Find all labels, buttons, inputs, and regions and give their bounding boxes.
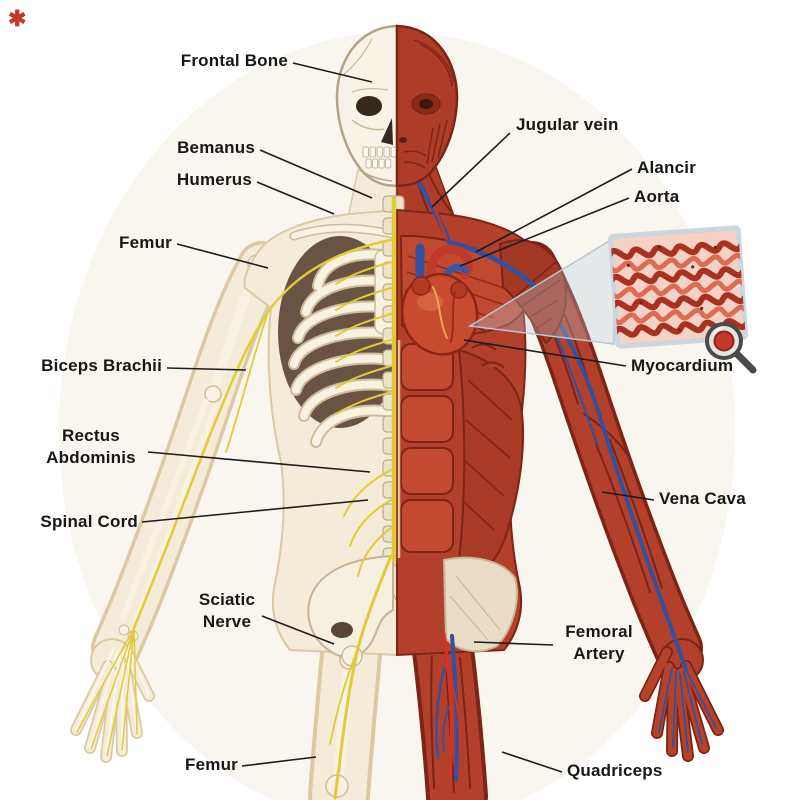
label-quadriceps: Quadriceps (567, 761, 663, 780)
deltoid (498, 239, 568, 345)
watermark-icon: ✱ (8, 6, 27, 31)
label-spinal-cord: Spinal Cord (40, 512, 138, 531)
leader-lines (141, 62, 655, 773)
rectus-abdominis-muscle (400, 343, 454, 553)
head (335, 24, 459, 188)
leader-spinal-cord (141, 499, 369, 523)
label-biceps-brachii: Biceps Brachii (41, 356, 162, 375)
clavicle (291, 225, 395, 239)
label-sciatic-nerve: Sciatic Nerve (198, 590, 256, 632)
muscle-half (395, 24, 459, 188)
label-rectus-abdominis: Rectus Abdominis (46, 426, 136, 468)
aorta-arch (426, 244, 473, 285)
hip-fascia (442, 556, 518, 653)
label-jugular-vein: Jugular vein (516, 115, 619, 134)
label-alancir: Alancir (637, 158, 697, 177)
arm-veins (532, 284, 717, 753)
leader-rectus-abdominis (147, 451, 371, 473)
leader-sciatic-nerve (261, 615, 335, 645)
heart (401, 243, 479, 356)
muscle-fibers (610, 240, 746, 338)
nasal-cavity (381, 118, 393, 145)
carotid-artery (424, 184, 449, 242)
leader-biceps-brachii (166, 367, 247, 371)
label-frontal-bone: Frontal Bone (180, 51, 288, 70)
leader-bemanus (259, 149, 373, 199)
leader-aorta (459, 197, 630, 267)
coronary-artery (432, 286, 448, 339)
label-vena-cava: Vena Cava (659, 489, 746, 508)
label-aorta: Aorta (634, 187, 680, 206)
left-arm-skeletal (70, 241, 287, 763)
right-arm-muscular (507, 241, 724, 762)
pelvis (307, 554, 394, 667)
leader-femoral-artery (473, 641, 554, 646)
leader-humerus (256, 181, 335, 215)
vessels (417, 181, 537, 782)
oblique-striations (461, 379, 513, 531)
label-femur-lower: Femur (185, 755, 238, 774)
nerves (76, 195, 397, 800)
label-humerus: Humerus (176, 170, 252, 189)
label-femur-upper: Femur (119, 233, 172, 252)
eye-socket (356, 96, 382, 116)
myocardium-inset (608, 225, 749, 349)
sciatic-nerve-line (333, 554, 393, 800)
leader-frontal-bone (292, 62, 373, 83)
skull-half (335, 24, 399, 188)
label-myocardium: Myocardium (631, 356, 734, 375)
femoral-vein (450, 634, 459, 782)
magnifier-icon (705, 322, 757, 374)
leader-alancir (475, 168, 633, 253)
leader-femur-lower (241, 756, 317, 767)
leader-quadriceps (501, 751, 563, 773)
leader-myocardium (463, 339, 627, 367)
label-femoral-artery: Femoral Artery (565, 622, 633, 664)
teeth (362, 146, 397, 169)
femoral-artery-line (442, 632, 454, 778)
label-bemanus: Bemanus (177, 138, 255, 157)
obliques (457, 348, 525, 578)
deltoid-striations (515, 261, 561, 331)
leader-femur-upper (176, 243, 269, 269)
leader-vena-cava (601, 491, 655, 501)
leader-jugular-vein (431, 132, 511, 208)
